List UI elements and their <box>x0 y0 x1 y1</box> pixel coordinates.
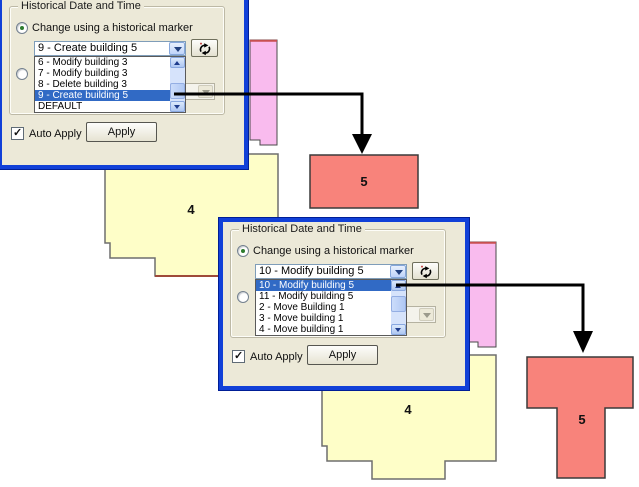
historical-date-time-dialog: Historical Date and Time Change using a … <box>219 218 469 390</box>
secondary-radio[interactable] <box>237 291 249 303</box>
list-scrollbar[interactable] <box>170 57 185 112</box>
combobox-dropdown-button[interactable] <box>390 265 406 278</box>
group-box: Historical Date and Time <box>230 223 446 338</box>
building-5-label: 5 <box>578 412 585 427</box>
auto-apply-checkbox[interactable]: ✓ <box>232 350 245 363</box>
group-box: Historical Date and Time <box>9 0 225 115</box>
list-item[interactable]: DEFAULT <box>38 101 83 112</box>
refresh-button[interactable] <box>412 262 439 280</box>
scrollbar-down-button[interactable] <box>170 101 185 112</box>
marker-dropdown-list: 6 - Modify building 3 7 - Modify buildin… <box>34 56 186 113</box>
group-box-title: Historical Date and Time <box>18 0 144 13</box>
marker-dropdown-list: 10 - Modify building 5 11 - Modify build… <box>255 279 407 336</box>
chevron-down-icon <box>174 47 182 52</box>
building-5-label: 5 <box>360 174 367 189</box>
historical-date-time-dialog: Historical Date and Time Change using a … <box>0 0 248 169</box>
auto-apply-label: Auto Apply <box>250 351 303 363</box>
chevron-down-icon <box>423 313 431 318</box>
scroll-up-icon <box>174 61 180 65</box>
secondary-radio[interactable] <box>16 68 28 80</box>
scrollbar-thumb[interactable] <box>391 296 406 312</box>
scroll-down-icon <box>395 328 401 332</box>
combobox-dropdown-button[interactable] <box>169 42 185 55</box>
list-item[interactable]: 4 - Move building 1 <box>259 324 344 335</box>
list-item[interactable]: 7 - Modify building 3 <box>38 68 128 79</box>
list-item-selected[interactable]: 9 - Create building 5 <box>35 90 170 101</box>
combobox-dropdown-button-disabled <box>419 308 434 321</box>
scroll-up-icon <box>395 284 401 288</box>
auto-apply-checkbox[interactable]: ✓ <box>11 127 24 140</box>
list-item[interactable]: 3 - Move building 1 <box>259 313 344 324</box>
building-5-shape <box>309 154 419 209</box>
refresh-icon <box>199 42 211 56</box>
marker-combobox[interactable]: 9 - Create building 5 <box>34 41 186 56</box>
refresh-icon <box>420 265 432 279</box>
change-using-marker-label: Change using a historical marker <box>32 22 193 34</box>
building-pink-shape <box>249 39 278 146</box>
change-using-marker-radio[interactable] <box>16 22 28 34</box>
list-item[interactable]: 2 - Move Building 1 <box>259 302 345 313</box>
chevron-down-icon <box>202 90 210 95</box>
checkmark-icon: ✓ <box>234 350 244 362</box>
change-using-marker-label: Change using a historical marker <box>253 245 414 257</box>
apply-button[interactable]: Apply <box>86 122 157 142</box>
list-item[interactable]: 8 - Delete building 3 <box>38 79 127 90</box>
refresh-button[interactable] <box>191 39 218 57</box>
list-scrollbar[interactable] <box>391 280 406 335</box>
building-4-label: 4 <box>404 402 412 417</box>
auto-apply-label: Auto Apply <box>29 128 82 140</box>
marker-combobox-value: 10 - Modify building 5 <box>259 265 364 277</box>
scroll-down-icon <box>174 105 180 109</box>
building-5-shape <box>526 356 634 479</box>
list-item[interactable]: 6 - Modify building 3 <box>38 57 128 68</box>
list-item-selected[interactable]: 10 - Modify building 5 <box>256 280 391 291</box>
marker-combobox-value: 9 - Create building 5 <box>38 42 138 54</box>
chevron-down-icon <box>395 270 403 275</box>
building-4-label: 4 <box>187 202 195 217</box>
change-using-marker-radio[interactable] <box>237 245 249 257</box>
combobox-dropdown-button-disabled <box>198 85 213 98</box>
scrollbar-up-button[interactable] <box>170 57 185 68</box>
apply-button[interactable]: Apply <box>307 345 378 365</box>
list-item[interactable]: 11 - Modify building 5 <box>259 291 354 302</box>
scrollbar-thumb[interactable] <box>170 83 185 99</box>
building-pink-shape <box>468 241 497 348</box>
marker-combobox[interactable]: 10 - Modify building 5 <box>255 264 407 279</box>
scrollbar-down-button[interactable] <box>391 324 406 335</box>
checkmark-icon: ✓ <box>13 127 23 139</box>
group-box-title: Historical Date and Time <box>239 223 365 236</box>
scrollbar-up-button[interactable] <box>391 280 406 291</box>
